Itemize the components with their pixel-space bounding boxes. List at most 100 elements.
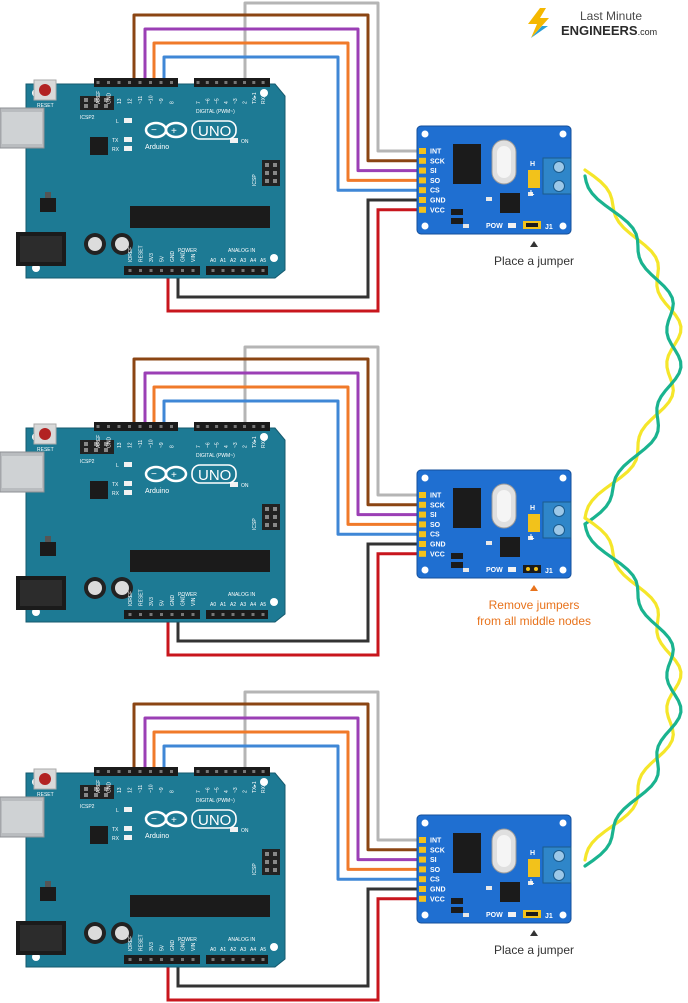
analog-pin [261,613,265,616]
power-pin [191,613,195,616]
usb-chip [90,137,108,155]
led-l-label: L [116,808,119,814]
digital-pin-label: RX◂0 [261,436,267,448]
analog-header [206,955,268,964]
icsp2-pin [94,787,98,791]
digital-pin-label: 7 [196,445,202,448]
power-pin [139,269,142,272]
led-rx [124,835,132,840]
power-pin-label: GND [181,251,187,263]
module-pin-label: SI [430,512,437,519]
regulator-tab [45,192,51,198]
power-pin-label: GND [181,940,187,952]
led-l [124,807,132,812]
capacitor-top [88,926,102,940]
icsp2-pin [84,104,88,108]
analog-pin-label: A0 [210,602,216,608]
icsp2-pin [84,793,88,797]
digital-pin-label: 12 [128,787,134,793]
analog-pin [261,269,265,272]
analog-pin [251,613,255,616]
power-pin [191,269,195,272]
digital-pin [149,81,152,84]
logo-suffix: .com [638,27,658,37]
icsp2-label: ICSP2 [80,459,95,465]
digital-pin [205,770,209,773]
analog-pin [251,958,255,961]
usb-chip [90,826,108,844]
analog-header [206,266,268,275]
tja1050-chip [500,537,520,557]
icsp2-pin [84,448,88,452]
atmega-chip [130,206,270,228]
icsp-pin [265,860,269,864]
module-mount-hole [421,566,429,574]
icsp-label: ICSP [252,518,258,530]
digital-pin [159,770,163,773]
power-pin [160,613,163,616]
analog-pin-label: A0 [210,258,216,264]
logo-minus: − [151,469,157,480]
digital-pin-label: ~5 [215,442,221,448]
digital-pin [107,770,110,773]
wire-sck [132,13,420,163]
arduino-board [25,772,286,968]
icsp-header [262,160,280,186]
icsp2-pin [84,442,88,446]
analog-pin [221,958,225,961]
analog-header [206,610,268,619]
wire-vcc [166,208,420,313]
digital-pin [117,770,121,773]
digital-pin [96,81,100,84]
icsp-pin [265,523,269,527]
analog-label: ANALOG IN [228,592,256,598]
digital-pin [170,770,173,773]
power-pin [170,958,174,961]
logo-plus: + [171,470,177,481]
voltage-regulator [40,542,56,556]
analog-pin [211,613,215,616]
digital-pin-label: 4 [224,445,230,448]
pow-label: POW [486,567,503,574]
led-on [230,482,238,487]
module-pin [419,501,426,508]
module-pin-label: SCK [430,847,445,854]
digital-label: DIGITAL (PWM~) [196,453,235,459]
uno-model-label: UNO [198,812,231,829]
module-pin-label: CS [430,877,440,884]
power-pin-label: 5V [160,944,166,951]
led-rx [124,146,132,151]
j1-label: J1 [545,913,553,920]
mount-hole [260,778,268,786]
digital-pin-label: AREF [96,435,102,448]
regulator-tab [45,536,51,542]
power-pin-label: IOREF [128,247,134,262]
digital-pin-label: ~6 [205,98,211,104]
h-label: H [530,161,535,168]
module-pin [419,157,426,164]
module-pin [419,837,426,843]
power-pin-label: IOREF [128,591,134,606]
module-pin-label: SI [430,168,437,175]
analog-pin [231,613,235,616]
usb-connector-inner [2,801,42,833]
icsp2-label: ICSP2 [80,804,95,810]
led-l [124,118,132,123]
module-mount-hole [559,474,567,482]
module-pin-label: CS [430,532,440,539]
power-pin-label: GND [181,595,187,607]
digital-pin [252,425,256,428]
icsp2-pin [94,448,98,452]
digital-pin [196,770,200,773]
module-pin-label: SO [430,867,441,874]
can-bus-twisted-pair [583,168,683,868]
digital-pin-label: AREF [96,91,102,104]
digital-pin-label: 4 [224,101,230,104]
caption-arrow-icon [530,585,538,591]
digital-pin [205,81,209,84]
module-pin [419,521,426,528]
h-label: H [530,850,535,857]
digital-pin-label: ~3 [233,442,239,448]
reset-button-cap [39,773,51,785]
